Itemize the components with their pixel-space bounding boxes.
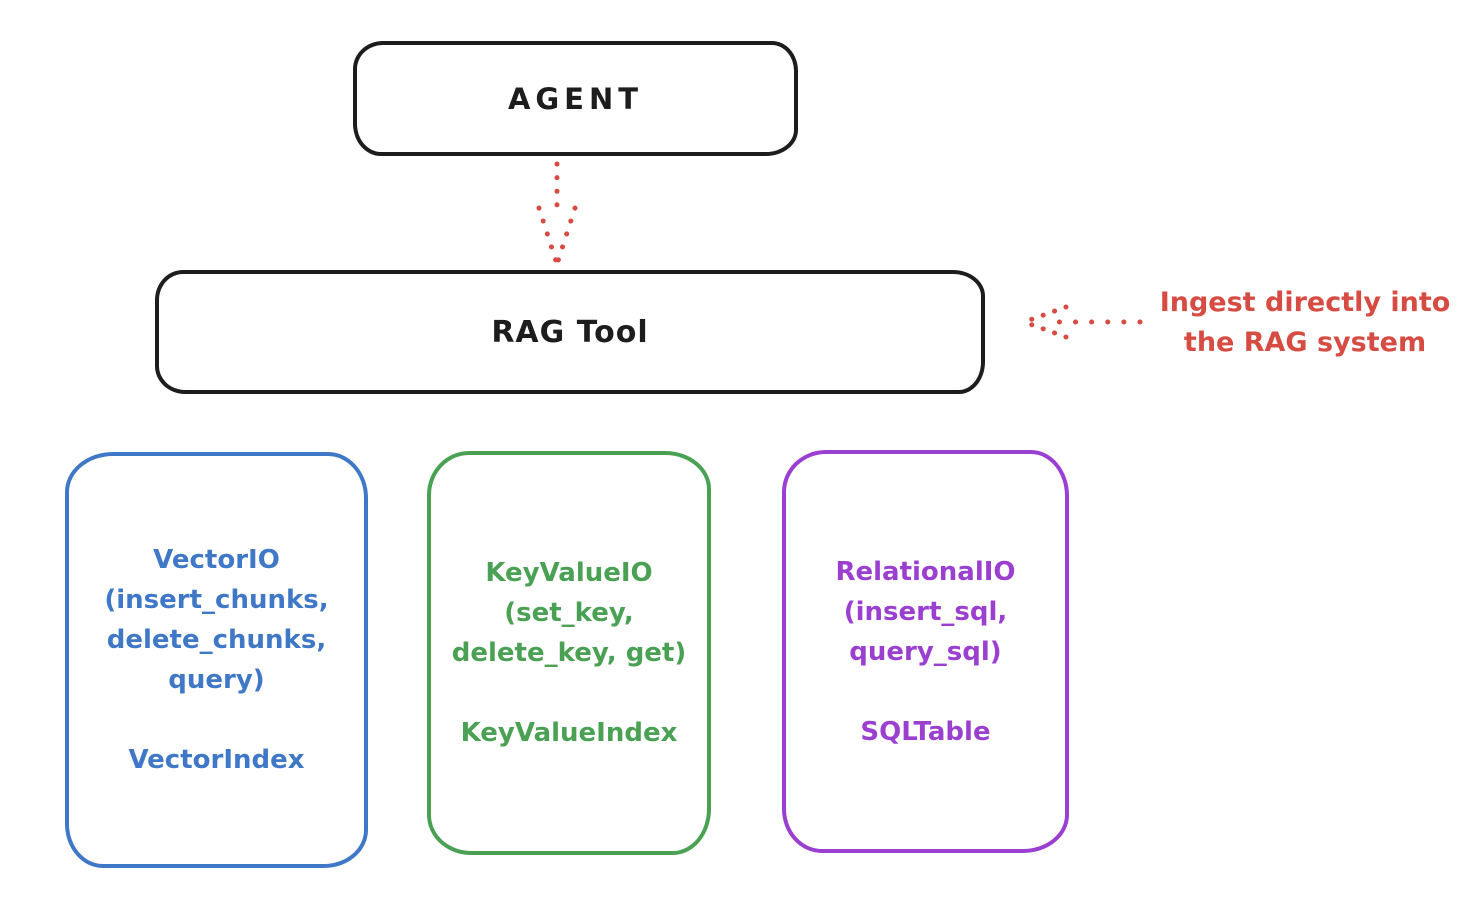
relational-io-methods-line2: query_sql) bbox=[849, 636, 1002, 667]
key-value-io-methods-line1: (set_key, bbox=[504, 598, 634, 628]
agent-node: AGENT bbox=[353, 41, 798, 156]
relational-io-title: RelationalIO bbox=[835, 556, 1016, 587]
vector-io-methods-line1: (insert_chunks, bbox=[104, 585, 329, 615]
vector-io-methods-line3: query) bbox=[168, 665, 265, 695]
rag-tool-node: RAG Tool bbox=[155, 270, 985, 394]
key-value-io-title: KeyValueIO bbox=[485, 558, 653, 588]
vector-io-methods-line2: delete_chunks, bbox=[106, 625, 327, 655]
dotted-arrow-down-icon bbox=[536, 161, 578, 264]
ingest-annotation-line2: the RAG system bbox=[1183, 327, 1427, 358]
relational-io-node: RelationalIO (insert_sql, query_sql) SQL… bbox=[782, 450, 1069, 853]
agent-label: AGENT bbox=[507, 81, 644, 116]
vector-io-node: VectorIO (insert_chunks, delete_chunks, … bbox=[65, 452, 368, 868]
rag-tool-label: RAG Tool bbox=[491, 314, 649, 350]
vector-io-title: VectorIO bbox=[153, 545, 280, 575]
key-value-io-methods-line2: delete_key, get) bbox=[451, 638, 687, 668]
vector-index-label: VectorIndex bbox=[128, 745, 305, 775]
sql-table-label: SQLTable bbox=[860, 716, 991, 747]
relational-io-methods-line1: (insert_sql, bbox=[843, 596, 1008, 627]
dotted-arrow-left-icon bbox=[1021, 304, 1143, 340]
key-value-index-label: KeyValueIndex bbox=[460, 718, 678, 748]
ingest-annotation: Ingest directly into the RAG system bbox=[1130, 283, 1480, 363]
key-value-io-node: KeyValueIO (set_key, delete_key, get) Ke… bbox=[427, 451, 711, 855]
ingest-annotation-line1: Ingest directly into bbox=[1159, 287, 1451, 318]
